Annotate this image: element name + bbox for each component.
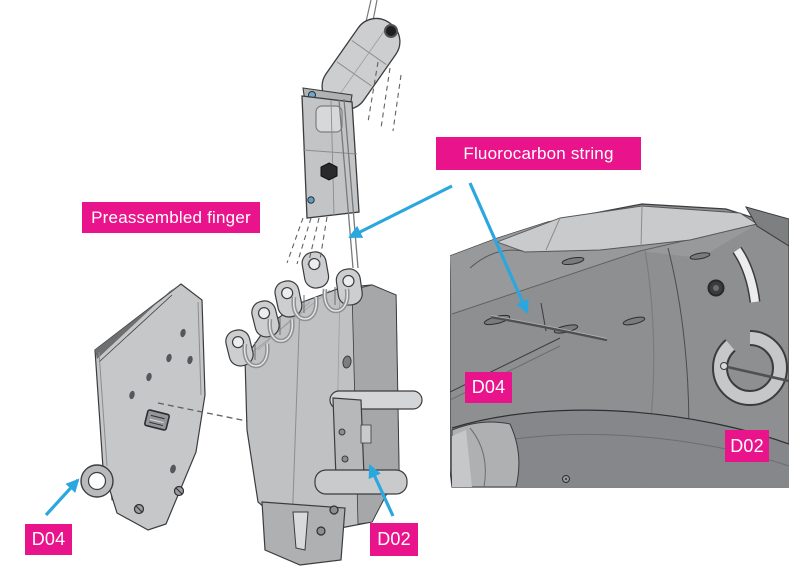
d02-bracket-render xyxy=(314,390,423,495)
fingertip-render xyxy=(321,17,401,111)
detail-hook-render xyxy=(707,246,789,406)
eyelet-ring xyxy=(80,464,114,498)
knuckle-lugs xyxy=(225,251,363,367)
callout-d04-detail: D04 xyxy=(465,372,512,403)
arrow-d02 xyxy=(368,464,395,517)
string-guides xyxy=(242,287,350,369)
annotation-arrows xyxy=(44,182,529,517)
tendon-strings xyxy=(286,98,359,269)
plate-screws xyxy=(133,485,185,515)
callout-preassembled-finger: Preassembled finger xyxy=(82,202,260,233)
detail-view-render xyxy=(450,203,789,488)
wrist-render xyxy=(261,501,346,566)
hex-nut xyxy=(320,162,338,181)
arrow-string-to-finger xyxy=(348,184,453,239)
plate-to-palm-dashed-line xyxy=(157,402,287,430)
plate-holes xyxy=(129,328,193,474)
callout-fluorocarbon-string: Fluorocarbon string xyxy=(436,137,641,170)
cover-plate-render xyxy=(80,283,287,531)
maker-logo-emblem xyxy=(144,409,170,431)
detail-string-render xyxy=(490,315,608,342)
callout-d02-detail: D02 xyxy=(725,430,769,462)
arrow-string-to-detail xyxy=(468,182,529,314)
callout-d04-main: D04 xyxy=(25,524,72,555)
finger-render xyxy=(301,0,402,219)
palm-render xyxy=(225,251,423,566)
tip-dashed-strings xyxy=(367,61,402,132)
arrow-d04 xyxy=(44,478,80,517)
callout-d02-main: D02 xyxy=(370,523,418,556)
